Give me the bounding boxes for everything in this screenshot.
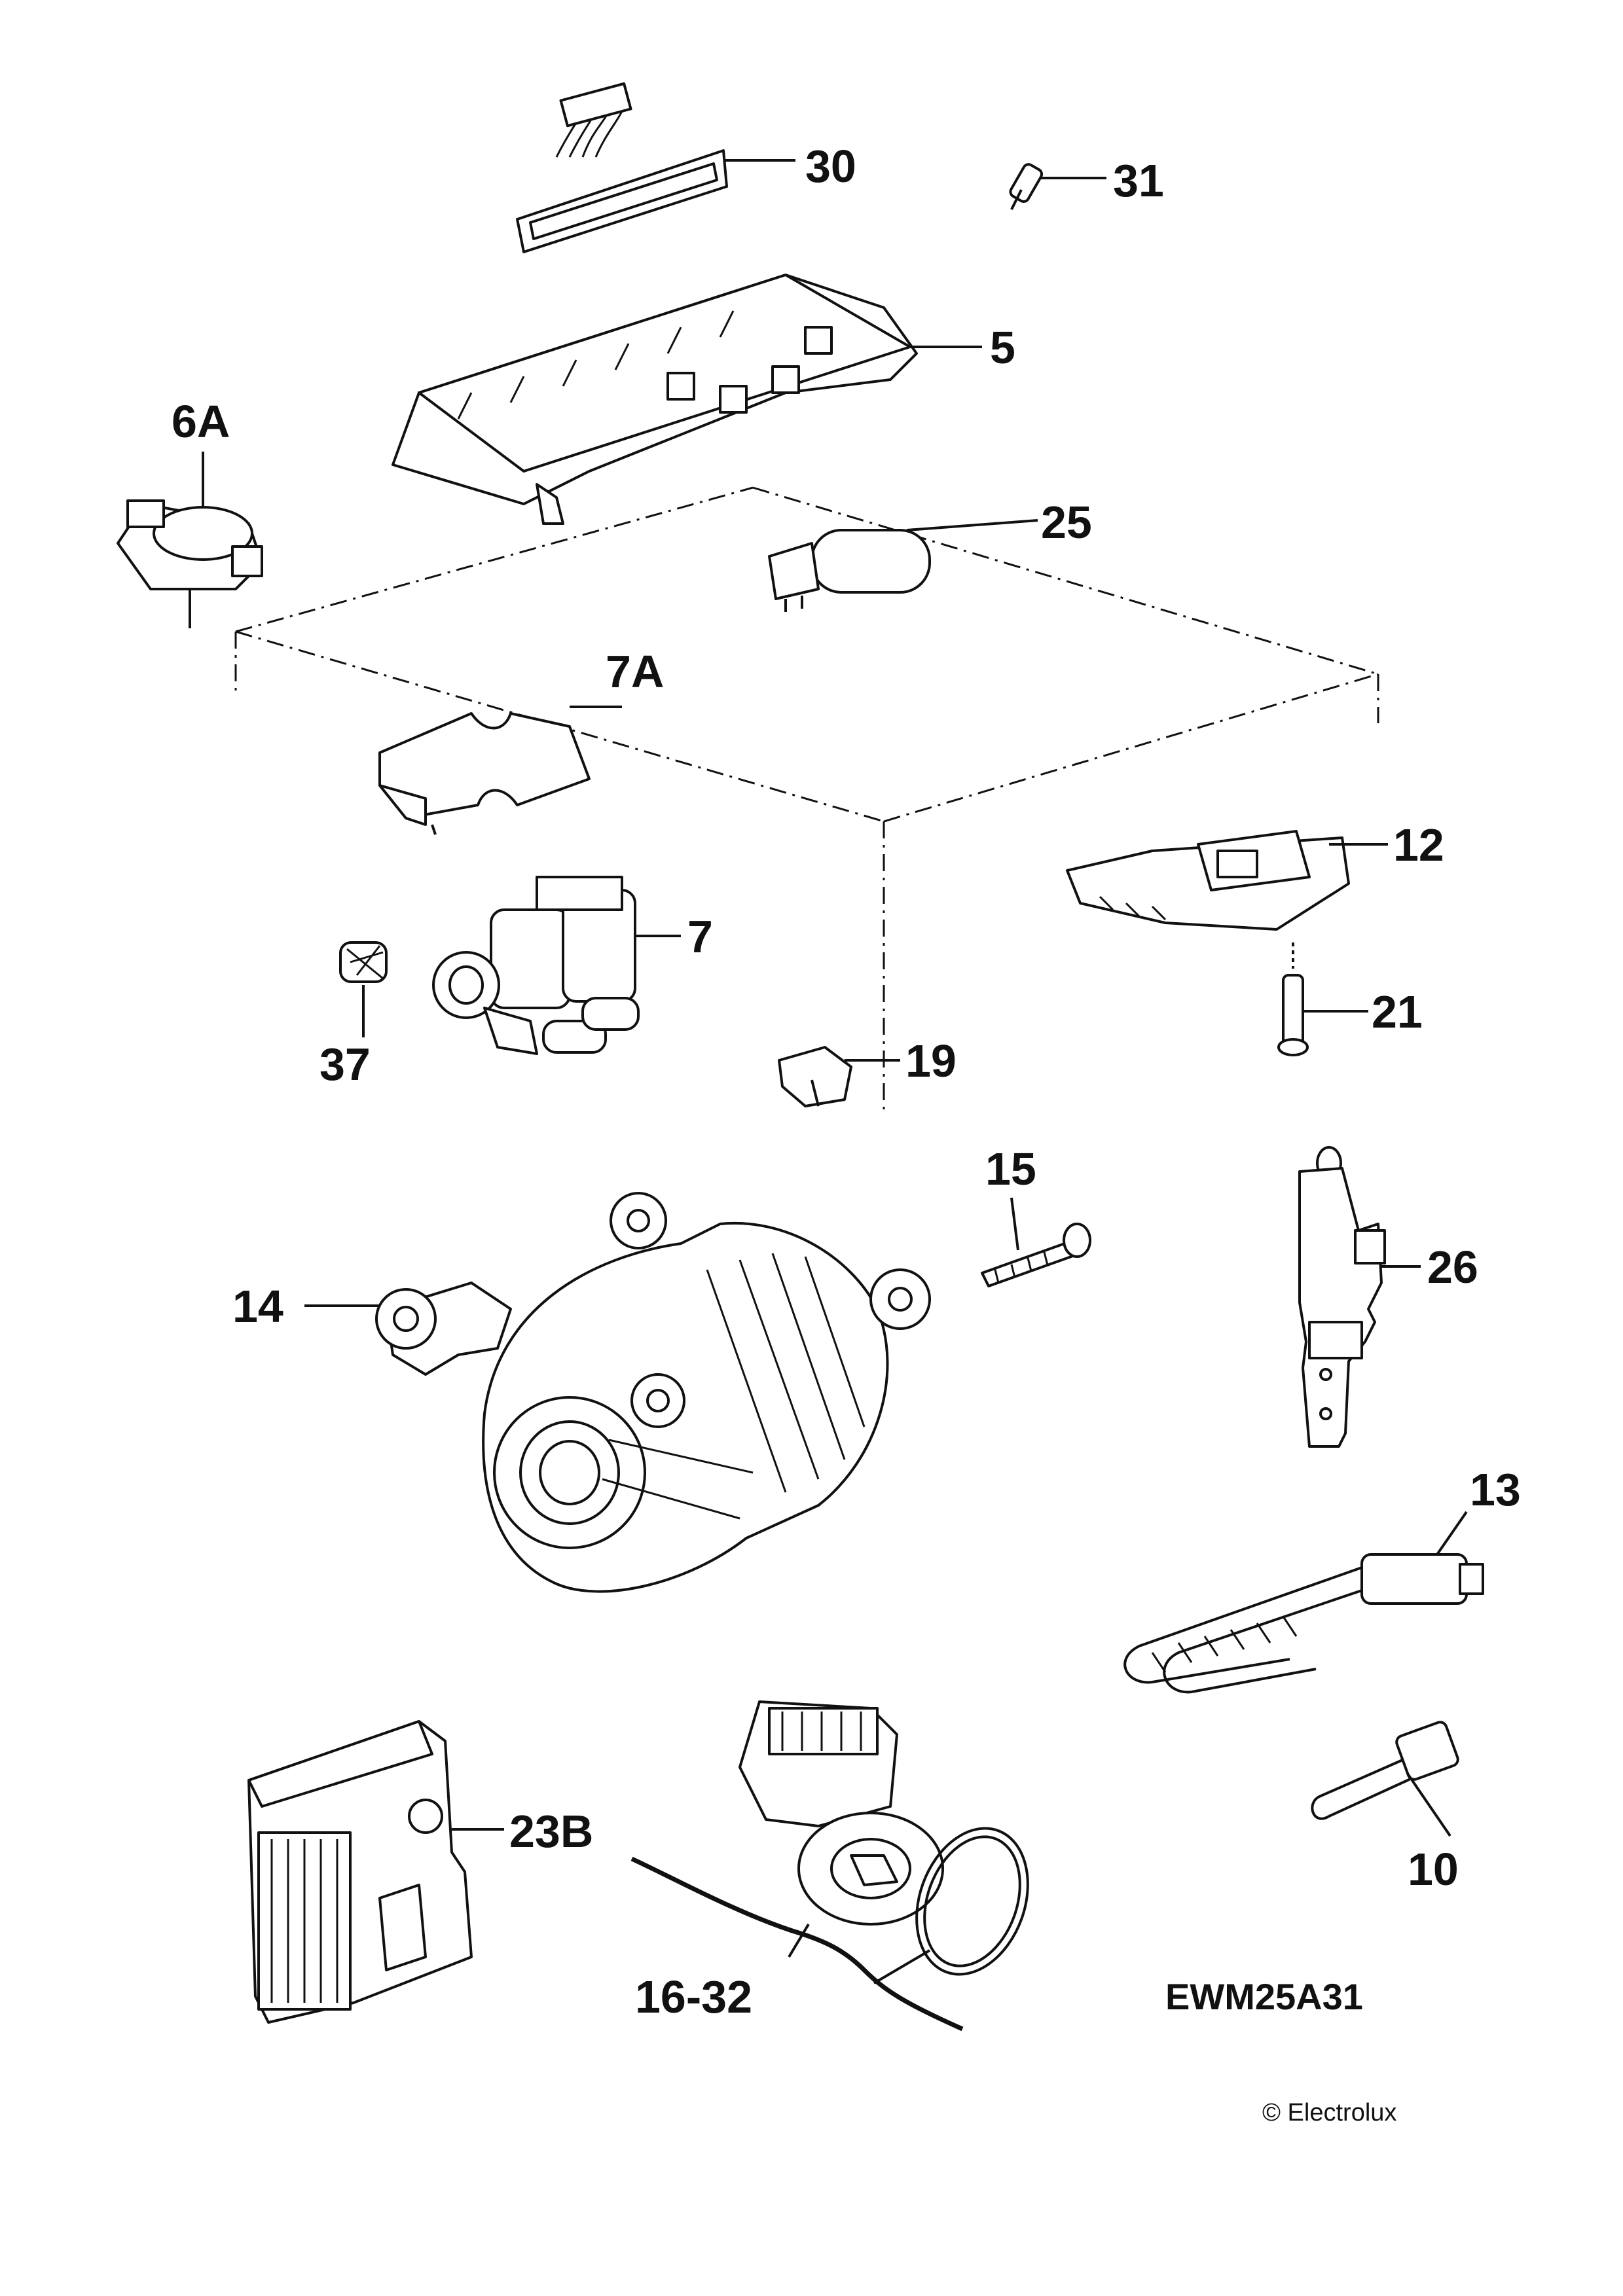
callout-12: 12 bbox=[1393, 819, 1444, 870]
callout-14: 14 bbox=[232, 1281, 283, 1332]
callout-19: 19 bbox=[905, 1035, 957, 1086]
part-13-heating-element bbox=[1123, 1553, 1484, 1694]
callout-16-32: 16-32 bbox=[635, 1971, 752, 2022]
copyright-notice: © Electrolux bbox=[1262, 2099, 1396, 2126]
model-code: EWM25A31 bbox=[1165, 1976, 1363, 2017]
part-21-screw bbox=[1277, 942, 1309, 1056]
callout-7: 7 bbox=[687, 911, 713, 962]
part-19-clip bbox=[778, 1046, 852, 1107]
part-25-suppressor bbox=[768, 529, 931, 612]
part-26-sensor bbox=[1298, 1146, 1386, 1448]
callout-30: 30 bbox=[805, 141, 856, 192]
leader-16-32-oring bbox=[873, 1949, 931, 1984]
part-31-screw bbox=[1009, 163, 1044, 210]
callout-21: 21 bbox=[1372, 986, 1423, 1037]
part-7A-bracket bbox=[378, 712, 591, 835]
callout-25: 25 bbox=[1041, 497, 1092, 548]
part-12-door-interlock bbox=[1066, 830, 1350, 931]
part-14-motor bbox=[375, 1192, 931, 1593]
callout-6A: 6A bbox=[172, 396, 230, 447]
part-23B-electronic-module bbox=[247, 1720, 473, 2024]
leader-16-32 bbox=[788, 1923, 810, 1958]
callout-31: 31 bbox=[1113, 155, 1164, 206]
part-10-temperature-sensor bbox=[1311, 1721, 1459, 1820]
part-16-32-drain-pump bbox=[630, 1700, 1029, 2032]
leader-10 bbox=[1406, 1772, 1451, 1837]
callout-37: 37 bbox=[319, 1039, 371, 1090]
callout-15: 15 bbox=[985, 1143, 1036, 1194]
callout-23B: 23B bbox=[509, 1806, 593, 1857]
leader-13 bbox=[1436, 1511, 1468, 1556]
callout-10: 10 bbox=[1408, 1844, 1459, 1895]
leader-15 bbox=[1010, 1197, 1019, 1251]
part-15-bolt bbox=[981, 1223, 1091, 1287]
part-7-inlet-valve bbox=[432, 876, 640, 1055]
part-5-control-frame bbox=[392, 274, 918, 525]
callout-26: 26 bbox=[1427, 1242, 1478, 1293]
callout-13: 13 bbox=[1470, 1464, 1521, 1515]
callout-7A: 7A bbox=[606, 646, 664, 697]
part-37-inlet-filter bbox=[339, 941, 388, 983]
cabinet-outline bbox=[234, 486, 1379, 1113]
part-30-display-board bbox=[516, 82, 728, 253]
leader-25 bbox=[906, 519, 1038, 531]
callout-5: 5 bbox=[990, 322, 1015, 373]
part-6A-selector-switch bbox=[117, 499, 263, 628]
